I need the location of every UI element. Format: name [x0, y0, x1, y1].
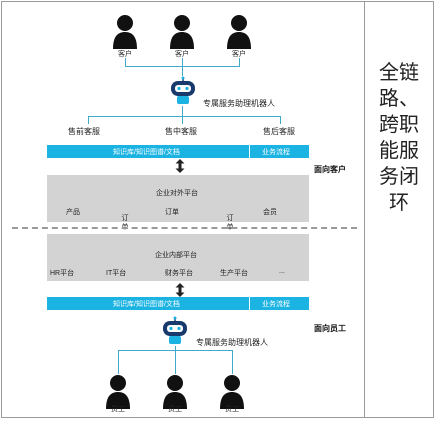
post-sale-service: 售后客服: [263, 127, 295, 136]
connector-line: [88, 116, 89, 124]
connector-line: [88, 116, 281, 117]
double-arrow-icon: [175, 283, 185, 297]
vertical-order-label: 订单: [226, 215, 234, 231]
employee-label: 员工: [111, 406, 125, 413]
connector-line: [239, 58, 240, 66]
knowledge-base-text: 知识库/知识图谱/文档: [113, 149, 180, 156]
robot-label: 专属服务助理机器人: [196, 338, 268, 347]
customer-icon: [112, 14, 138, 50]
it-platform-item: IT平台: [106, 270, 127, 277]
customer-label: 客户: [118, 51, 132, 58]
order-item: 订单: [165, 209, 179, 216]
employee-facing-tag: 面向员工: [314, 324, 346, 333]
pre-sale-service: 售前客服: [68, 127, 100, 136]
bar-separator: [249, 145, 250, 158]
dashed-divider: [12, 227, 357, 229]
robot-label: 专属服务助理机器人: [203, 99, 275, 108]
customer-label: 客户: [232, 51, 246, 58]
connector-line: [175, 346, 176, 350]
business-process-text: 业务流程: [262, 149, 290, 156]
customer-label: 客户: [175, 51, 189, 58]
customer-icon: [226, 14, 252, 50]
connector-line: [175, 350, 176, 374]
employee-label: 员工: [168, 406, 182, 413]
vertical-divider: [364, 2, 365, 418]
production-platform-item: 生产平台: [220, 270, 248, 277]
customer-facing-tag: 面向客户: [314, 165, 346, 174]
mid-sale-service: 售中客服: [165, 127, 197, 136]
connector-line: [182, 58, 183, 66]
external-platform: 企业对外平台 产品 订单 会员: [47, 175, 309, 222]
more-item: ...: [279, 268, 285, 275]
knowledge-bar-top: 知识库/知识图谱/文档 业务流程: [47, 145, 309, 158]
robot-icon: [160, 316, 190, 346]
business-process-text: 业务流程: [262, 301, 290, 308]
employee-icon: [105, 374, 131, 410]
employee-label: 员工: [225, 406, 239, 413]
knowledge-base-text: 知识库/知识图谱/文档: [113, 301, 180, 308]
connector-line: [125, 58, 126, 66]
connector-line: [182, 116, 183, 124]
connector-line: [280, 116, 281, 124]
product-item: 产品: [66, 209, 80, 216]
internal-platform: 企业内部平台 HR平台 IT平台 财务平台 生产平台 ...: [47, 234, 309, 281]
external-platform-title: 企业对外平台: [156, 190, 198, 197]
robot-icon: [168, 76, 198, 106]
finance-platform-item: 财务平台: [165, 270, 193, 277]
connector-line: [118, 350, 119, 374]
hr-platform-item: HR平台: [50, 270, 75, 277]
double-arrow-icon: [175, 159, 185, 173]
customer-icon: [169, 14, 195, 50]
employee-icon: [219, 374, 245, 410]
vertical-order-label: 订单: [121, 215, 129, 231]
knowledge-bar-bottom: 知识库/知识图谱/文档 业务流程: [47, 297, 309, 310]
internal-platform-title: 企业内部平台: [155, 252, 197, 259]
bar-separator: [249, 297, 250, 310]
connector-line: [182, 106, 183, 116]
connector-line: [232, 350, 233, 374]
loop-title: 全链路、跨职能服务闭环: [379, 62, 419, 214]
employee-icon: [162, 374, 188, 410]
member-item: 会员: [263, 209, 277, 216]
connector-line: [182, 66, 183, 76]
